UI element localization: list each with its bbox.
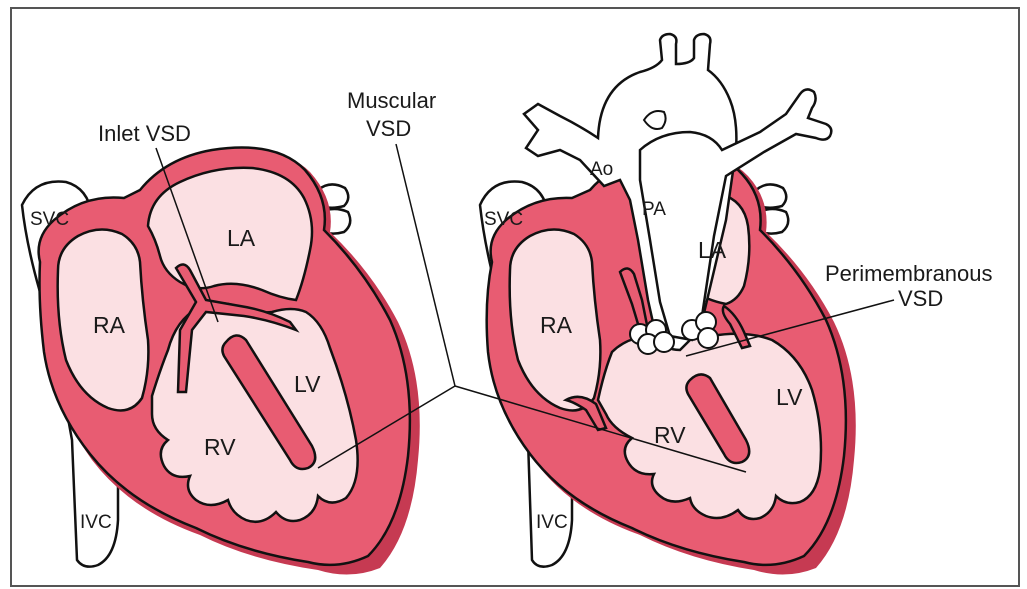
left-lv-label: LV — [294, 371, 321, 397]
left-rv-label: RV — [204, 434, 236, 460]
left-ra-label: RA — [93, 312, 126, 338]
left-la-label: LA — [227, 225, 256, 251]
ao-label: Ao — [590, 159, 613, 180]
right-ivc-label: IVC — [536, 512, 568, 533]
right-la-label: LA — [698, 237, 727, 263]
muscular-label-line2: VSD — [366, 116, 411, 141]
muscular-label-line1: Muscular — [347, 88, 436, 113]
left-ivc-label: IVC — [80, 512, 112, 533]
right-ra-label: RA — [540, 312, 573, 338]
pa-label: PA — [642, 199, 666, 220]
right-rv-label: RV — [654, 422, 686, 448]
perimembranous-label-line1: Perimembranous — [825, 261, 993, 286]
inlet-vsd-label: Inlet VSD — [98, 121, 191, 146]
perimembranous-label-line2: VSD — [898, 286, 943, 311]
left-svc-label: SVC — [30, 209, 69, 230]
right-svc-label: SVC — [484, 209, 523, 230]
right-lv-label: LV — [776, 384, 803, 410]
